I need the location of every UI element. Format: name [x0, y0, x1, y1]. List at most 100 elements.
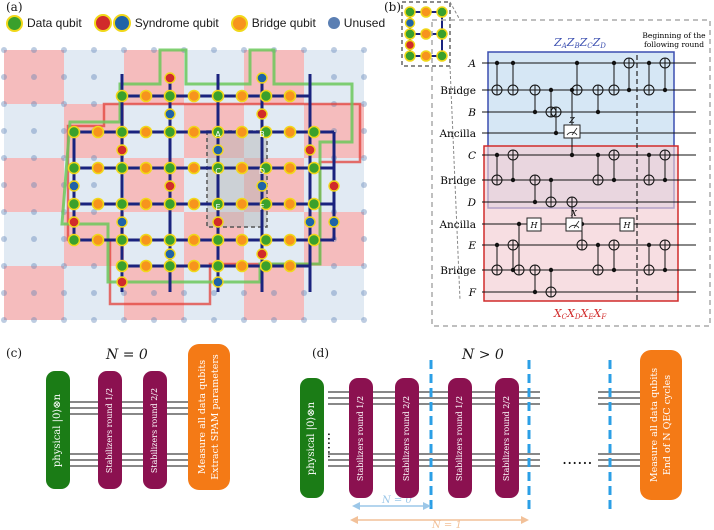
bridge-qubit	[187, 233, 201, 247]
syndrome-qubit	[164, 248, 176, 260]
control-dot	[532, 109, 538, 115]
data-qubit	[211, 197, 225, 211]
panel-a-label: (a)	[6, 0, 23, 14]
wire-label: C	[468, 150, 476, 162]
unused-qubit	[61, 236, 67, 242]
syndrome-qubit-blue-icon	[112, 14, 131, 32]
control-dot	[548, 177, 554, 183]
unused-qubit	[91, 263, 97, 269]
unused-qubit	[331, 290, 337, 296]
unused-qubit	[1, 209, 7, 215]
data-qubit	[163, 89, 177, 103]
control-dot	[662, 87, 668, 93]
qubit-letter: F	[260, 203, 265, 212]
unused-qubit	[331, 47, 337, 53]
control-dot	[532, 199, 538, 205]
panel-d-wire-ellipsis: ......	[324, 432, 340, 459]
control-dot	[646, 60, 652, 66]
unused-qubit	[211, 290, 217, 296]
background-tile	[64, 50, 124, 104]
unused-qubit	[31, 263, 37, 269]
unused-qubit	[61, 47, 67, 53]
wire-label: Bridge	[440, 85, 476, 97]
control-dot	[569, 152, 575, 158]
data-qubit	[211, 161, 225, 175]
bridge-qubit	[187, 89, 201, 103]
data-qubit	[307, 161, 321, 175]
bridge-qubit	[91, 125, 105, 139]
mini-chip-qubits	[404, 6, 448, 62]
green-patch-outline	[60, 48, 354, 284]
control-dot	[595, 152, 601, 158]
syndrome-qubit	[164, 72, 176, 84]
bridge-qubit	[235, 161, 249, 175]
qubit-letter: B	[259, 130, 265, 139]
unused-qubit	[121, 47, 127, 53]
syndrome-qubit	[256, 248, 268, 260]
bridge-qubit	[139, 161, 153, 175]
control-dot	[662, 177, 668, 183]
green-patch-path	[60, 48, 354, 284]
control-dot	[595, 109, 601, 115]
background-tile	[184, 266, 244, 320]
background-tile	[64, 266, 124, 320]
unused-qubit	[331, 317, 337, 323]
unused-qubit	[361, 263, 367, 269]
bridge-qubit	[187, 161, 201, 175]
bridge-qubit	[139, 197, 153, 211]
unused-qubit	[151, 290, 157, 296]
wire-label: D	[467, 197, 477, 209]
panel-d-wires	[328, 391, 640, 467]
data-qubit	[115, 125, 129, 139]
bridge-qubit	[283, 259, 297, 273]
control-dot	[553, 130, 559, 136]
unused-qubit	[151, 47, 157, 53]
bridge-qubit	[235, 89, 249, 103]
background-tile	[4, 158, 64, 212]
lattice-qubits	[67, 72, 340, 288]
unused-qubit	[31, 317, 37, 323]
syndrome-qubit	[68, 216, 80, 228]
qubit-letter: E	[215, 203, 220, 212]
data-qubit	[259, 89, 273, 103]
data-qubit	[259, 161, 273, 175]
wire-label: Bridge	[440, 265, 476, 277]
circuit-dashed-frame	[431, 19, 711, 327]
panel-b-label: (b)	[384, 0, 402, 14]
data-qubit	[163, 197, 177, 211]
unused-qubit	[361, 47, 367, 53]
svg-text:X: X	[570, 209, 577, 218]
panel-c-round2-box: Stabilizers round 2/2	[143, 371, 167, 489]
unused-qubit	[361, 182, 367, 188]
z-measurement-meter: Z	[563, 116, 581, 139]
x-stabilizer-label: XCXDXEXF	[553, 307, 607, 321]
unused-qubit	[361, 290, 367, 296]
unused-qubit	[31, 101, 37, 107]
control-dot	[626, 87, 632, 93]
unused-qubit	[31, 236, 37, 242]
data-qubit	[259, 233, 273, 247]
data-qubit	[115, 161, 129, 175]
bridge-qubit	[139, 89, 153, 103]
syndrome-qubit	[328, 216, 340, 228]
background-tile	[124, 266, 184, 320]
unused-qubit	[211, 317, 217, 323]
control-dot	[595, 242, 601, 248]
svg-text:H: H	[530, 221, 539, 230]
unused-qubit-icon	[327, 17, 340, 29]
background-tile	[304, 266, 364, 320]
svg-text:H: H	[623, 221, 632, 230]
unused-qubit	[151, 317, 157, 323]
control-dot	[494, 242, 500, 248]
panel-c-label: (c)	[6, 346, 23, 360]
bridge-qubit	[139, 259, 153, 273]
control-dot	[574, 60, 580, 66]
unused-qubit	[271, 290, 277, 296]
wire-label: Bridge	[440, 175, 476, 187]
data-qubit	[259, 259, 273, 273]
data-qubit	[67, 197, 81, 211]
panel-d-title: N > 0	[462, 347, 504, 363]
panel-c-round1-box: Stabilizers round 1/2	[98, 371, 122, 489]
